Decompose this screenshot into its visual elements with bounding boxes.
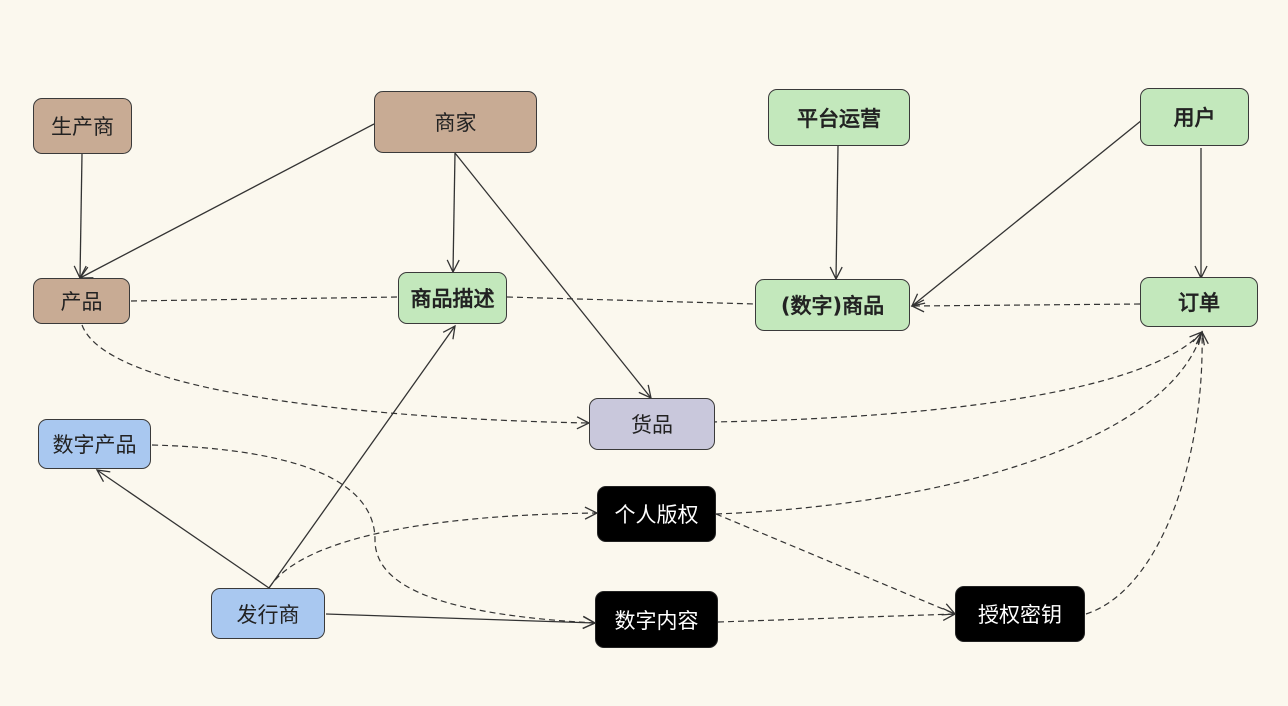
node-product[interactable]: 产品 (33, 278, 130, 324)
edge-publisher-description (268, 324, 456, 589)
edge-publisher-digital-product (95, 469, 270, 589)
edge-user-goods (910, 119, 1143, 307)
node-order[interactable]: 订单 (1140, 277, 1258, 327)
node-digital-content[interactable]: 数字内容 (595, 591, 718, 648)
node-platform[interactable]: 平台运营 (768, 89, 910, 146)
edge-platform-goods (829, 145, 843, 281)
node-merchant[interactable]: 商家 (374, 91, 537, 153)
edge-producer-product (73, 153, 87, 280)
dash-key-order (1085, 330, 1209, 615)
dash-publisher-copyright (268, 506, 599, 589)
node-publisher[interactable]: 发行商 (211, 588, 325, 639)
dash-product-inventory (81, 324, 591, 430)
dash-digital-product-content (151, 444, 597, 629)
node-personal-copyright[interactable]: 个人版权 (597, 486, 716, 542)
dash-copyright-key (715, 513, 957, 616)
dash-description-goods (506, 296, 756, 305)
edge-publisher-content (325, 613, 597, 630)
dash-product-description (130, 296, 399, 302)
dash-inventory-order (710, 330, 1203, 423)
edge-merchant-description (446, 152, 460, 274)
dash-order-goods (910, 299, 1141, 313)
node-description[interactable]: 商品描述 (398, 272, 507, 324)
node-goods-item[interactable]: (数字)商品 (755, 279, 910, 331)
node-digital-product[interactable]: 数字产品 (38, 419, 151, 469)
node-inventory[interactable]: 货品 (589, 398, 715, 450)
node-producer[interactable]: 生产商 (33, 98, 132, 154)
node-license-key[interactable]: 授权密钥 (955, 586, 1085, 642)
node-user[interactable]: 用户 (1140, 88, 1249, 146)
edge-merchant-product (78, 123, 375, 279)
dash-content-key (717, 607, 957, 623)
dash-copyright-order (715, 330, 1205, 515)
edge-merchant-inventory (454, 152, 652, 400)
